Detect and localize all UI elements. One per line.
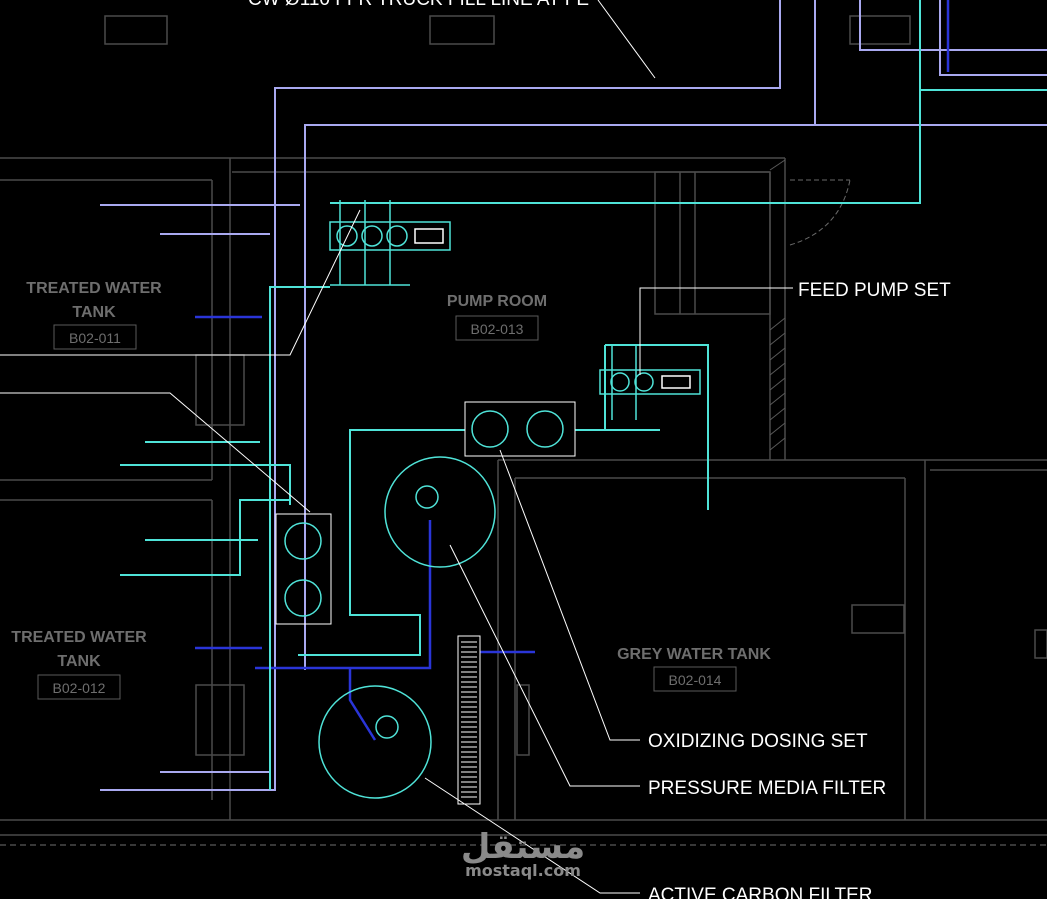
pressure-media-filter <box>384 456 496 568</box>
pump-room-tag-box <box>455 315 539 341</box>
top-callout-label: CW Ø110 FFR TRUCK FILL LINE AT FE <box>248 0 589 10</box>
grey-tank-tag: B02-014 <box>669 672 722 688</box>
treated-tank-2-tag-box <box>37 674 121 700</box>
walls <box>0 15 1047 846</box>
feed-pump-set-top <box>329 200 451 286</box>
pipes-blue <box>195 0 950 741</box>
treated-tank-2-name: TREATED WATER <box>11 629 147 646</box>
feed-pump-set <box>599 345 701 420</box>
active-carbon-filter-label: ACTIVE CARBON FILTER <box>648 885 873 899</box>
watermark-latin: mostaql.com <box>465 861 581 880</box>
treated-tank-1-name: TREATED WATER <box>26 280 162 297</box>
pipes-lavender <box>100 0 1047 791</box>
treated-tank-2-name-2: TANK <box>57 653 101 670</box>
feed-pump-set-label: FEED PUMP SET <box>798 280 951 301</box>
louver-slats <box>461 641 477 798</box>
watermark-arabic: مستقل <box>461 827 585 867</box>
leaders <box>0 0 793 894</box>
pump-room-name: PUMP ROOM <box>447 293 547 310</box>
grey-tank-tag-box <box>653 666 737 692</box>
louver-grille <box>457 635 481 805</box>
dosing-tanks-left <box>275 513 332 625</box>
pump-room-tag: B02-013 <box>471 321 524 337</box>
treated-tank-1-name-2: TANK <box>72 304 116 321</box>
oxidizing-dosing-set-label: OXIDIZING DOSING SET <box>648 731 868 752</box>
pressure-media-filter-label: PRESSURE MEDIA FILTER <box>648 778 886 799</box>
door-swing <box>789 179 851 246</box>
pipes-cyan <box>120 0 1047 790</box>
treated-tank-1-tag: B02-011 <box>69 330 121 346</box>
grey-tank-name: GREY WATER TANK <box>617 646 771 663</box>
active-carbon-filter <box>318 685 432 799</box>
treated-tank-1-tag-box <box>53 324 137 350</box>
oxidizing-dosing-set <box>464 401 576 457</box>
hatch-wall <box>769 159 786 451</box>
treated-tank-2-tag: B02-012 <box>53 680 106 696</box>
